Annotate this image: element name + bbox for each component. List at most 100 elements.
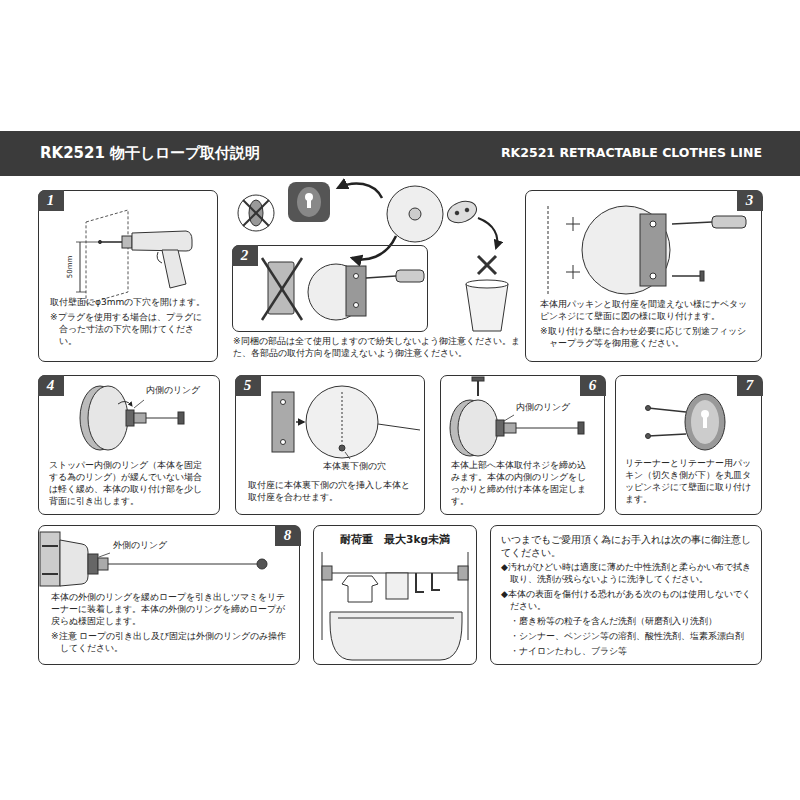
drill-illustration-part [162, 250, 186, 288]
care-panel: いつまでもご愛用頂く為にお手入れは次の事に御注意してください。◆汚れがひどい時は… [490, 525, 762, 665]
fitting-illustration-part [281, 440, 286, 445]
rope-illustration-part [88, 554, 98, 574]
part-label: 本体裏下側の穴 [322, 461, 387, 472]
parts-illustration-part [366, 276, 396, 278]
load-illustration-part [342, 576, 378, 602]
instruction-text: 取付壁面にφ3mmの下穴を開けます。 [50, 297, 206, 309]
load-illustration-part [432, 573, 440, 590]
step-panel: ※同梱の部品は全て使用しますので紛失しないよう御注意ください。また、各部品の取付… [232, 245, 428, 332]
parts-illustration-part [387, 186, 443, 242]
retainer-illustration-part [646, 406, 651, 411]
parts-illustration-part [307, 197, 311, 208]
instruction-text: ※注意 ロープの引き出し及び固定は外側のリングのみ操作してください。 [51, 631, 287, 655]
step-panel: リテーナーとリテーナー用パッキン（切欠き側が下）を丸皿タッピンネジにて壁面に取り… [615, 375, 762, 515]
fitting-illustration-part [342, 392, 343, 444]
instruction-text: 本体の外側のリングを緩めロープを引き出しツマミをリテーナーに装着します。本体の外… [51, 592, 287, 628]
load-panel: 耐荷重 最大3kg未満 [313, 525, 477, 665]
title-text: RK2521 RETRACTABLE CLOTHES LINE [501, 145, 762, 162]
parts-illustration-part [455, 211, 459, 215]
rope-illustration-part [42, 573, 58, 575]
step-number-text: 4 [38, 375, 64, 396]
fixing-illustration-part [578, 422, 584, 434]
mounting-illustration-part [640, 214, 666, 286]
parts-illustration-part [262, 258, 302, 320]
reel-illustration-part [178, 412, 184, 424]
fitting-illustration [272, 386, 420, 459]
retainer-illustration-part [691, 400, 719, 444]
load-illustration [322, 552, 468, 660]
step-panel: 本体上部へ本体取付ネジを締め込みます。本体の内側のリングをしっかりと締め付け本体… [440, 375, 605, 515]
parts-illustration-part [466, 284, 508, 331]
step-panel: ストッパー内側のリング（本体を固定する為のリング）が緩んでいない場合は軽く緩め、… [38, 375, 220, 515]
step-number: 3 [737, 190, 763, 211]
parts-illustration-part [478, 218, 497, 248]
step-number: 5 [235, 375, 261, 396]
parts-illustration-part [243, 200, 269, 226]
mounting-illustration-part [573, 217, 574, 231]
mounting-illustration-part [582, 206, 670, 294]
rope-illustration-part [108, 564, 258, 565]
fitting-illustration-part [306, 386, 378, 458]
retainer-illustration-part [685, 394, 725, 450]
instruction-text: ※取り付ける壁に合わせ必要に応じて別途フィッシャープラグ等を御用意ください。 [540, 326, 747, 350]
retainer-illustration-part [703, 414, 707, 428]
parts-illustration-part [396, 270, 424, 282]
rope-illustration-part [40, 532, 60, 586]
reel-illustration-part [134, 413, 146, 423]
mounting-illustration-part [650, 221, 656, 227]
fixing-illustration [450, 377, 584, 456]
mounting-illustration [548, 206, 746, 294]
reel-illustration-part [88, 386, 128, 450]
rope-illustration-part [42, 545, 58, 547]
fitting-illustration-part [281, 400, 286, 405]
drill-illustration [76, 210, 192, 304]
instruction-text: ※プラグを使用する場合は、プラグに合った寸法の下穴を開けてください。 [50, 312, 206, 348]
reel-illustration-part [126, 410, 134, 426]
parts-illustration-part [478, 256, 496, 274]
step-number: 8 [275, 525, 301, 546]
drill-illustration-part [100, 241, 122, 243]
step-panel: 本体用パッキンと取付座を間違えない様にナベタッピンネジにて壁面に図の様に取り付け… [525, 190, 762, 362]
step-number-text: 7 [737, 375, 763, 396]
load-illustration-part [468, 552, 469, 640]
mounting-illustration-part [700, 271, 704, 281]
retainer-illustration [646, 394, 726, 450]
reel-illustration-part [134, 400, 144, 408]
step-number-text: 8 [275, 525, 301, 546]
instruction-text: ◆本体の表面を傷付ける恐れがある次のものは使用しないでください。 [501, 589, 751, 613]
fitting-illustration-part [339, 445, 345, 451]
drill-illustration-part [86, 210, 128, 304]
reel-illustration-part [118, 401, 132, 406]
fixing-illustration-part [504, 415, 514, 421]
parts-illustration-part [297, 187, 321, 217]
parts-illustration-part [288, 182, 330, 222]
parts-illustration-part [238, 195, 274, 231]
instruction-text: 取付座に本体裏下側の穴を挿入し本体と取付座を合わせます。 [248, 480, 412, 504]
mounting-illustration-part [672, 275, 700, 277]
parts-illustration-part [352, 236, 396, 259]
part-label: 内側のリング [145, 385, 201, 396]
rope-illustration-part [257, 559, 267, 569]
parts-illustration-part [478, 256, 496, 274]
step-number: 4 [38, 375, 64, 396]
title-text: RK2521 物干しロープ取付説明 [40, 144, 260, 164]
step-panel: 本体の外側のリングを緩めロープを引き出しツマミをリテーナーに装着します。本体の外… [38, 525, 300, 665]
dimension-label: 50mm [66, 255, 74, 280]
parts-illustration-part [409, 208, 421, 220]
load-illustration-part [322, 566, 332, 580]
instruction-text: リテーナーとリテーナー用パッキン（切欠き側が下）を丸皿タッピンネジにて壁面に取り… [625, 458, 752, 506]
step-number: 1 [38, 190, 64, 211]
load-illustration-part [338, 618, 454, 619]
parts-illustration-part [262, 258, 302, 320]
fixing-illustration-part [472, 377, 484, 381]
instruction-text: ストッパー内側のリング（本体を固定する為のリング）が緩んでいない場合は軽く緩め、… [49, 460, 209, 508]
load-illustration-part [386, 573, 408, 599]
parts-illustration-part [346, 266, 366, 316]
instruction-text: ・シンナー、ベンジン等の溶剤、酸性洗剤、塩素系漂白剤 [501, 631, 751, 643]
fitting-illustration-part [378, 424, 420, 430]
mounting-illustration-part [712, 216, 746, 228]
step-number-text: 3 [737, 190, 763, 211]
load-illustration-part [458, 566, 468, 580]
